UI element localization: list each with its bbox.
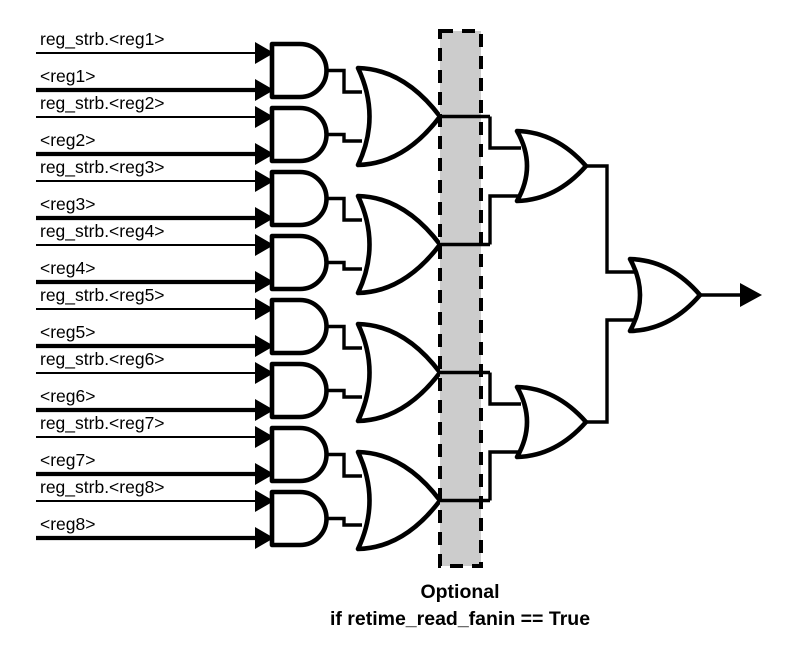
input-strobe-label-2: reg_strb.<reg2> — [40, 93, 165, 114]
input-arrow-icon-s2 — [255, 106, 274, 128]
input-arrow-icon-s7 — [255, 426, 274, 448]
or-gate-stage1-2 — [355, 193, 443, 296]
input-strobe-label-4: reg_strb.<reg4> — [40, 221, 165, 242]
or-gates-stage2-group — [514, 128, 589, 460]
input-data-label-7: <reg7> — [40, 450, 95, 470]
and-gate-7 — [269, 425, 329, 484]
wire-or5-to-final — [584, 164, 634, 274]
input-arrow-icon-d1 — [255, 79, 274, 101]
input-arrow-icon-d8 — [255, 527, 274, 549]
output-arrow-icon — [740, 283, 762, 307]
input-strobe-label-7: reg_strb.<reg7> — [40, 413, 165, 434]
wire-or6-to-final — [584, 318, 634, 424]
input-data-label-3: <reg3> — [40, 194, 95, 214]
input-strobe-label-3: reg_strb.<reg3> — [40, 157, 165, 178]
input-strobe-label-6: reg_strb.<reg6> — [40, 349, 165, 370]
and-gate-4 — [269, 233, 329, 292]
and-gate-2 — [269, 105, 329, 164]
and-gate-1 — [269, 41, 329, 100]
wire-and6-to-or3 — [328, 388, 362, 399]
input-data-label-5: <reg5> — [40, 322, 95, 342]
wire-and7-to-or4 — [328, 452, 362, 478]
input-arrow-icon-s3 — [255, 170, 274, 192]
retime-register-box — [438, 29, 483, 568]
or-gate-stage1-3 — [355, 321, 443, 424]
retime-caption-line1: Optional — [420, 581, 499, 603]
input-arrow-icon-d5 — [255, 335, 274, 357]
input-data-label-1: <reg1> — [40, 66, 95, 86]
input-arrow-icon-d2 — [255, 143, 274, 165]
input-arrow-icon-d4 — [255, 271, 274, 293]
and-gates-group — [269, 41, 329, 548]
input-arrow-icon-s8 — [255, 490, 274, 512]
input-data-label-6: <reg6> — [40, 386, 95, 406]
retime-caption-line2: if retime_read_fanin == True — [330, 608, 590, 630]
and-gate-5 — [269, 297, 329, 356]
wire-and5-to-or3 — [328, 324, 362, 350]
input-arrow-icon-d7 — [255, 463, 274, 485]
and-gate-8 — [269, 489, 329, 548]
or1-to-or2-wires-group — [488, 116, 521, 501]
input-labels-group: reg_strb.<reg1> <reg1> reg_strb.<reg2> <… — [40, 29, 165, 534]
retime-caption-group: Optional if retime_read_fanin == True — [330, 581, 590, 630]
input-arrow-icon-s6 — [255, 362, 274, 384]
input-arrow-icon-d3 — [255, 207, 274, 229]
or2-to-final-wires-group — [584, 164, 634, 424]
wire-or4-to-or6 — [488, 450, 521, 501]
and-gate-3 — [269, 169, 329, 228]
wire-and4-to-or2 — [328, 260, 362, 271]
input-strobe-label-8: reg_strb.<reg8> — [40, 477, 165, 498]
wire-or3-to-or6 — [488, 372, 521, 406]
input-arrow-icon-s4 — [255, 234, 274, 256]
or-gate-stage1-1 — [355, 65, 443, 168]
or-gates-stage1-group — [355, 65, 443, 552]
input-arrow-icon-d6 — [255, 399, 274, 421]
input-data-label-8: <reg8> — [40, 514, 95, 534]
input-data-label-2: <reg2> — [40, 130, 95, 150]
wire-and1-to-or1 — [328, 68, 362, 94]
or-gate-stage1-4 — [355, 449, 443, 552]
or-gate-final — [627, 256, 703, 334]
and-gate-6 — [269, 361, 329, 420]
input-wires-group — [36, 52, 257, 541]
input-arrowheads-group — [255, 42, 274, 549]
and-to-or1-wires-group — [328, 68, 362, 527]
input-strobe-label-1: reg_strb.<reg1> — [40, 29, 165, 50]
output-group — [698, 283, 762, 307]
or-gate-stage2-2 — [514, 384, 589, 460]
wire-or2-to-or5 — [488, 194, 521, 245]
wire-and3-to-or2 — [328, 196, 362, 222]
wire-and2-to-or1 — [328, 132, 362, 143]
wire-and8-to-or4 — [328, 516, 362, 527]
or-gate-stage2-1 — [514, 128, 589, 204]
retime-crossing-wires-group — [438, 114, 490, 503]
wire-or1-to-or5 — [488, 116, 521, 150]
input-strobe-label-5: reg_strb.<reg5> — [40, 285, 165, 306]
input-arrow-icon-s1 — [255, 42, 274, 64]
input-data-label-4: <reg4> — [40, 258, 95, 278]
input-arrow-icon-s5 — [255, 298, 274, 320]
